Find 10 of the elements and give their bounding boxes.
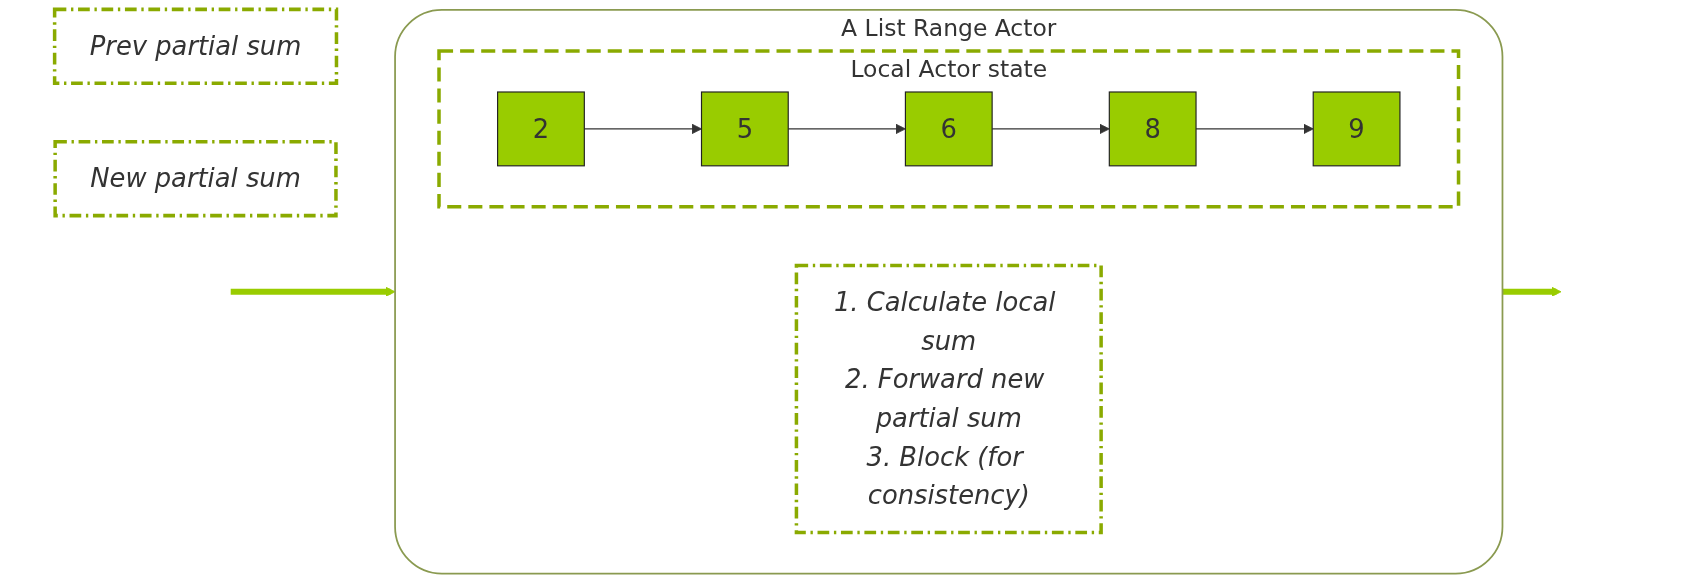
node-box: 5 bbox=[700, 91, 789, 167]
node-box: 1. Calculate local sum 2. Forward new partial sum 3. Block (for consistency) bbox=[794, 263, 1103, 535]
node-box: 2 bbox=[497, 91, 585, 167]
node-box: 9 bbox=[1312, 91, 1401, 167]
arrow bbox=[230, 286, 396, 297]
arrow bbox=[1502, 286, 1562, 297]
node-box: 6 bbox=[904, 91, 993, 167]
node-box: 8 bbox=[1108, 91, 1197, 167]
node-box: New partial sum bbox=[53, 140, 338, 218]
node-box: Prev partial sum bbox=[52, 7, 339, 85]
